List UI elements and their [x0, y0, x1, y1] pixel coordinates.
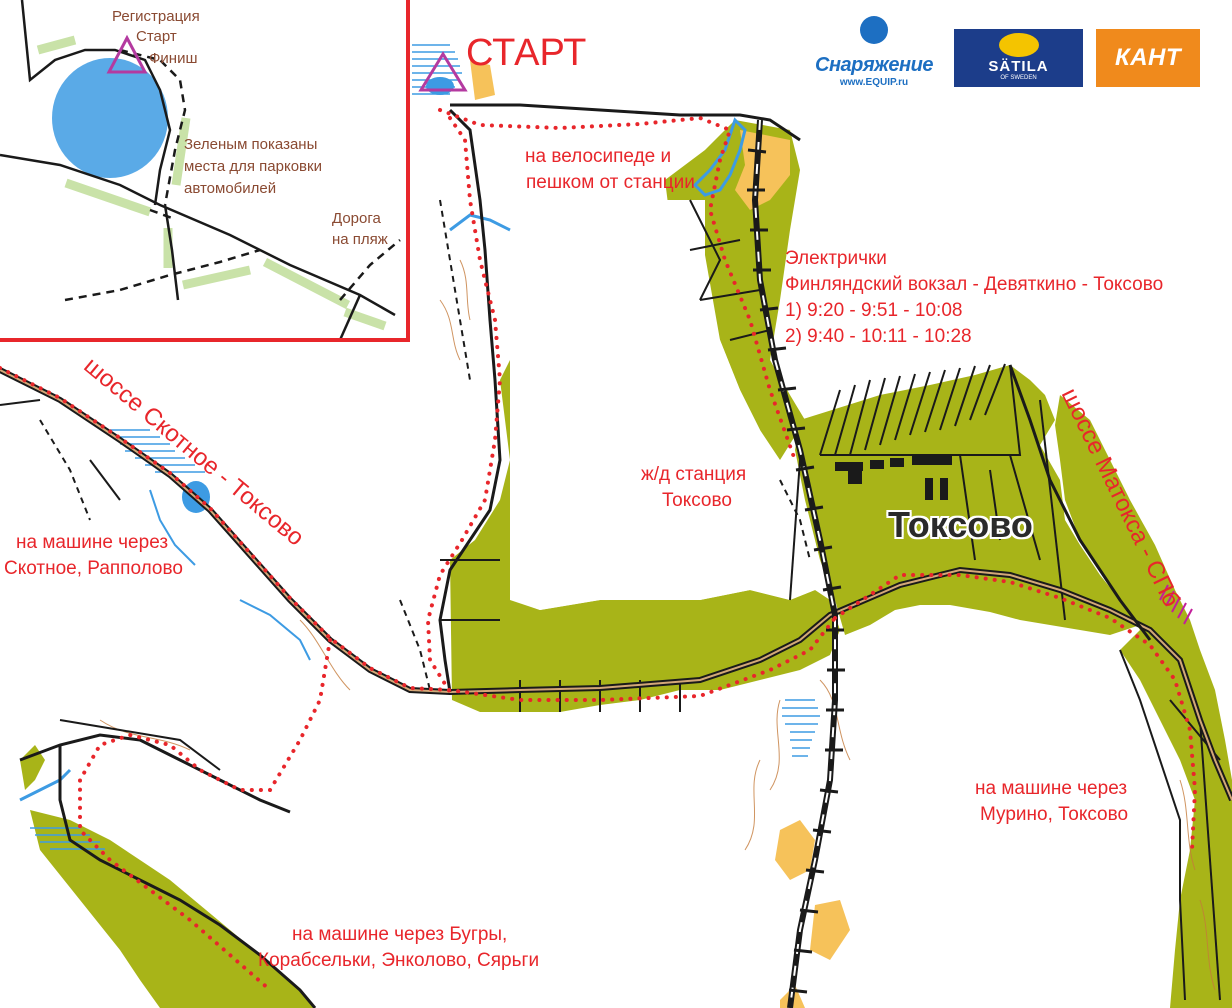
inset-tracks: [64, 48, 401, 302]
forest-center-south: [450, 360, 840, 718]
route-lines: [0, 108, 1198, 992]
car-bugry-line1: на машине через Бугры,: [292, 924, 508, 945]
trains-route: Финляндский вокзал - Девяткино - Токсово: [785, 274, 1164, 295]
hatched-area: [819, 363, 1006, 456]
logo-snaryazhenie: Снаряжение www.EQUIP.ru: [806, 14, 942, 98]
road-southwest: [19, 733, 291, 814]
start-label: СТАРТ: [466, 32, 587, 74]
trains-time-2: 2) 9:40 - 10:11 - 10:28: [785, 326, 972, 347]
inset-start-label: Старт: [136, 28, 177, 45]
minor-roads: [0, 199, 1221, 1001]
route-from-start: [438, 108, 797, 462]
route-southwest: [78, 638, 332, 992]
inset-roads: [0, 0, 396, 341]
bike-label-line2: пешком от станции: [526, 172, 695, 193]
bike-label-line1: на велосипеде и: [525, 146, 672, 167]
kant-name: КАНТ: [1114, 44, 1182, 71]
inset-parking-note-3: автомобилей: [184, 180, 277, 197]
inset-registration-label: Регистрация: [112, 8, 200, 25]
town-label-toksovo: Токсово: [888, 504, 1033, 545]
car-skotnoe-line2: Скотное, Рапполово: [4, 558, 183, 579]
tracks: [39, 199, 811, 691]
buildings: [835, 455, 952, 500]
contours: [99, 259, 1216, 991]
trains-time-1: 1) 9:20 - 9:51 - 10:08: [785, 300, 963, 321]
trains-title: Электрички: [785, 248, 887, 269]
logo-satila: SÄTILA OF SWEDEN: [954, 29, 1083, 87]
road-start-south: [438, 108, 502, 693]
forest-toksovo-block: [795, 365, 1140, 635]
inset-border: [0, 0, 410, 342]
inset-finish-label: Финиш: [149, 50, 198, 67]
route-highway: [0, 366, 837, 702]
inset-parking: [36, 35, 387, 331]
car-skotnoe-line1: на машине через: [16, 532, 169, 553]
inset-parking-note-2: места для парковки: [184, 158, 322, 175]
road-matoksa: [1008, 364, 1152, 641]
car-murino-line2: Мурино, Токсово: [980, 804, 1129, 825]
logo-kant: КАНТ: [1096, 29, 1200, 87]
satila-name: SÄTILA: [988, 58, 1049, 75]
start-triangle: [418, 51, 468, 92]
major-roads: [0, 103, 1232, 1008]
snaryazhenie-name: Снаряжение: [815, 54, 933, 76]
satila-sub: OF SWEDEN: [1000, 75, 1037, 81]
route-from-east: [833, 573, 1198, 852]
station-label-line2: Токсово: [662, 490, 732, 511]
snaryazhenie-url: www.EQUIP.ru: [839, 77, 909, 88]
satila-emblem-icon: [998, 33, 1039, 57]
snaryazhenie-emblem-icon: [860, 16, 888, 44]
car-bugry-line2: Корабсельки, Энколово, Сярьги: [258, 950, 540, 971]
inset-lake: [52, 58, 168, 178]
road-north: [450, 103, 801, 142]
inset-beach-road-1: Дорога: [332, 210, 381, 227]
car-murino-line1: на машине через: [975, 778, 1128, 799]
inset-beach-road-2: на пляж: [332, 231, 388, 248]
blank-areas: [30, 200, 1175, 1008]
inset-map: [0, 0, 410, 342]
station-label-line1: ж/д станция: [641, 464, 747, 485]
railway: [747, 119, 845, 1008]
inset-start-triangle: [106, 34, 148, 74]
inset-parking-note-1: Зеленым показаны: [184, 136, 318, 153]
restricted-hatch: [1159, 584, 1193, 625]
forest-east: [1055, 395, 1232, 1008]
